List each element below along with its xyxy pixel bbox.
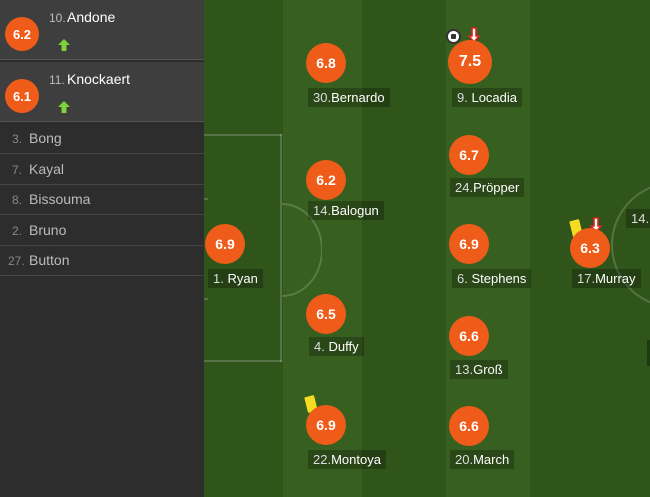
player-name: Balogun bbox=[331, 203, 379, 218]
sub-off-arrow-icon bbox=[468, 27, 480, 43]
player-label: 14.Balogun bbox=[308, 201, 384, 220]
penalty-arc bbox=[282, 203, 322, 297]
bench-row[interactable]: 7. Kayal bbox=[0, 155, 204, 185]
player-name: Montoya bbox=[331, 452, 381, 467]
player-number: 14. bbox=[313, 203, 332, 218]
player-name: Duffy bbox=[328, 339, 359, 354]
player-label: 24.Pröpper bbox=[450, 178, 525, 197]
player-name: Knockaert bbox=[67, 71, 131, 87]
player-rating: 6.2 bbox=[306, 160, 346, 200]
bench-row[interactable]: 8. Bissouma bbox=[0, 185, 204, 215]
sub-on-arrow-icon bbox=[58, 101, 70, 113]
player-number: 2. bbox=[12, 224, 23, 238]
player-number: 20. bbox=[455, 452, 474, 467]
player-name: Bissouma bbox=[29, 191, 91, 207]
goal-ball-icon bbox=[446, 29, 461, 44]
player-rating: 6.6 bbox=[449, 316, 489, 356]
player-label: 4. Duffy bbox=[309, 337, 364, 356]
player-number: 7. bbox=[12, 163, 23, 177]
sub-on-arrow-icon bbox=[58, 39, 70, 51]
bench-row[interactable]: 27. Button bbox=[0, 246, 204, 276]
player-number: 13. bbox=[455, 362, 474, 377]
player-name: Bong bbox=[29, 130, 62, 146]
player-number: 30. bbox=[313, 90, 332, 105]
substitute-row[interactable]: 6.1 11. Knockaert bbox=[0, 62, 204, 122]
player-label: 17.Murray bbox=[572, 269, 641, 288]
player-number: 27. bbox=[8, 254, 25, 268]
halfway-marker bbox=[647, 340, 650, 366]
player-rating: 6.9 bbox=[449, 224, 489, 264]
player-name: Kayal bbox=[29, 161, 65, 177]
player-label: 20.March bbox=[450, 450, 515, 469]
player-label: 9. Locadia bbox=[452, 88, 523, 107]
player-rating: 6.1 bbox=[5, 79, 39, 113]
player-name: Groß bbox=[473, 362, 503, 377]
goal-area bbox=[204, 198, 208, 200]
player-rating: 7.5 bbox=[448, 40, 492, 84]
player-name: Bernardo bbox=[331, 90, 385, 105]
player-number: 3. bbox=[12, 132, 23, 146]
player-number: 4. bbox=[314, 339, 325, 354]
player-name: Pröpper bbox=[473, 180, 520, 195]
player-number: 8. bbox=[12, 193, 23, 207]
player-label: 22.Montoya bbox=[308, 450, 386, 469]
player-name: Locadia bbox=[471, 90, 518, 105]
player-rating: 6.5 bbox=[306, 294, 346, 334]
bench-row[interactable]: 3. Bong bbox=[0, 124, 204, 154]
player-number: 17. bbox=[577, 271, 596, 286]
player-label: 6. Stephens bbox=[452, 269, 532, 288]
player-number: 24. bbox=[455, 180, 474, 195]
player-label: 13.Groß bbox=[450, 360, 508, 379]
substitute-row[interactable]: 6.2 10. Andone bbox=[0, 0, 204, 60]
player-name: Button bbox=[29, 252, 70, 268]
player-name: Ryan bbox=[227, 271, 258, 286]
centre-circle bbox=[611, 186, 650, 304]
player-number: 6. bbox=[457, 271, 468, 286]
player-number: 10. bbox=[49, 11, 66, 25]
player-rating: 6.9 bbox=[306, 405, 346, 445]
player-name: Bruno bbox=[29, 222, 67, 238]
player-number: 22. bbox=[313, 452, 332, 467]
substitutes-panel: 6.2 10. Andone 6.1 11. Knockaert 3. Bong… bbox=[0, 0, 204, 497]
player-rating: 6.7 bbox=[449, 135, 489, 175]
player-number: 1. bbox=[213, 271, 224, 286]
player-name: Stephens bbox=[471, 271, 527, 286]
pitch: 6.8 30.Bernardo 7.5 9. Locadia 6.7 24.Pr… bbox=[204, 0, 650, 497]
player-label-partial[interactable]: 14. bbox=[626, 209, 650, 228]
player-name: Andone bbox=[67, 9, 116, 25]
player-name: March bbox=[473, 452, 510, 467]
player-rating: 6.3 bbox=[570, 228, 610, 268]
player-number: 9. bbox=[457, 90, 468, 105]
player-label: 1. Ryan bbox=[208, 269, 263, 288]
bench-row[interactable]: 2. Bruno bbox=[0, 216, 204, 246]
penalty-area bbox=[204, 134, 282, 136]
player-name: Murray bbox=[595, 271, 636, 286]
player-label: 30.Bernardo bbox=[308, 88, 390, 107]
player-number: 11. bbox=[49, 73, 65, 87]
player-rating: 6.9 bbox=[205, 224, 245, 264]
player-rating: 6.6 bbox=[449, 406, 489, 446]
player-rating: 6.2 bbox=[5, 17, 39, 51]
player-rating: 6.8 bbox=[306, 43, 346, 83]
